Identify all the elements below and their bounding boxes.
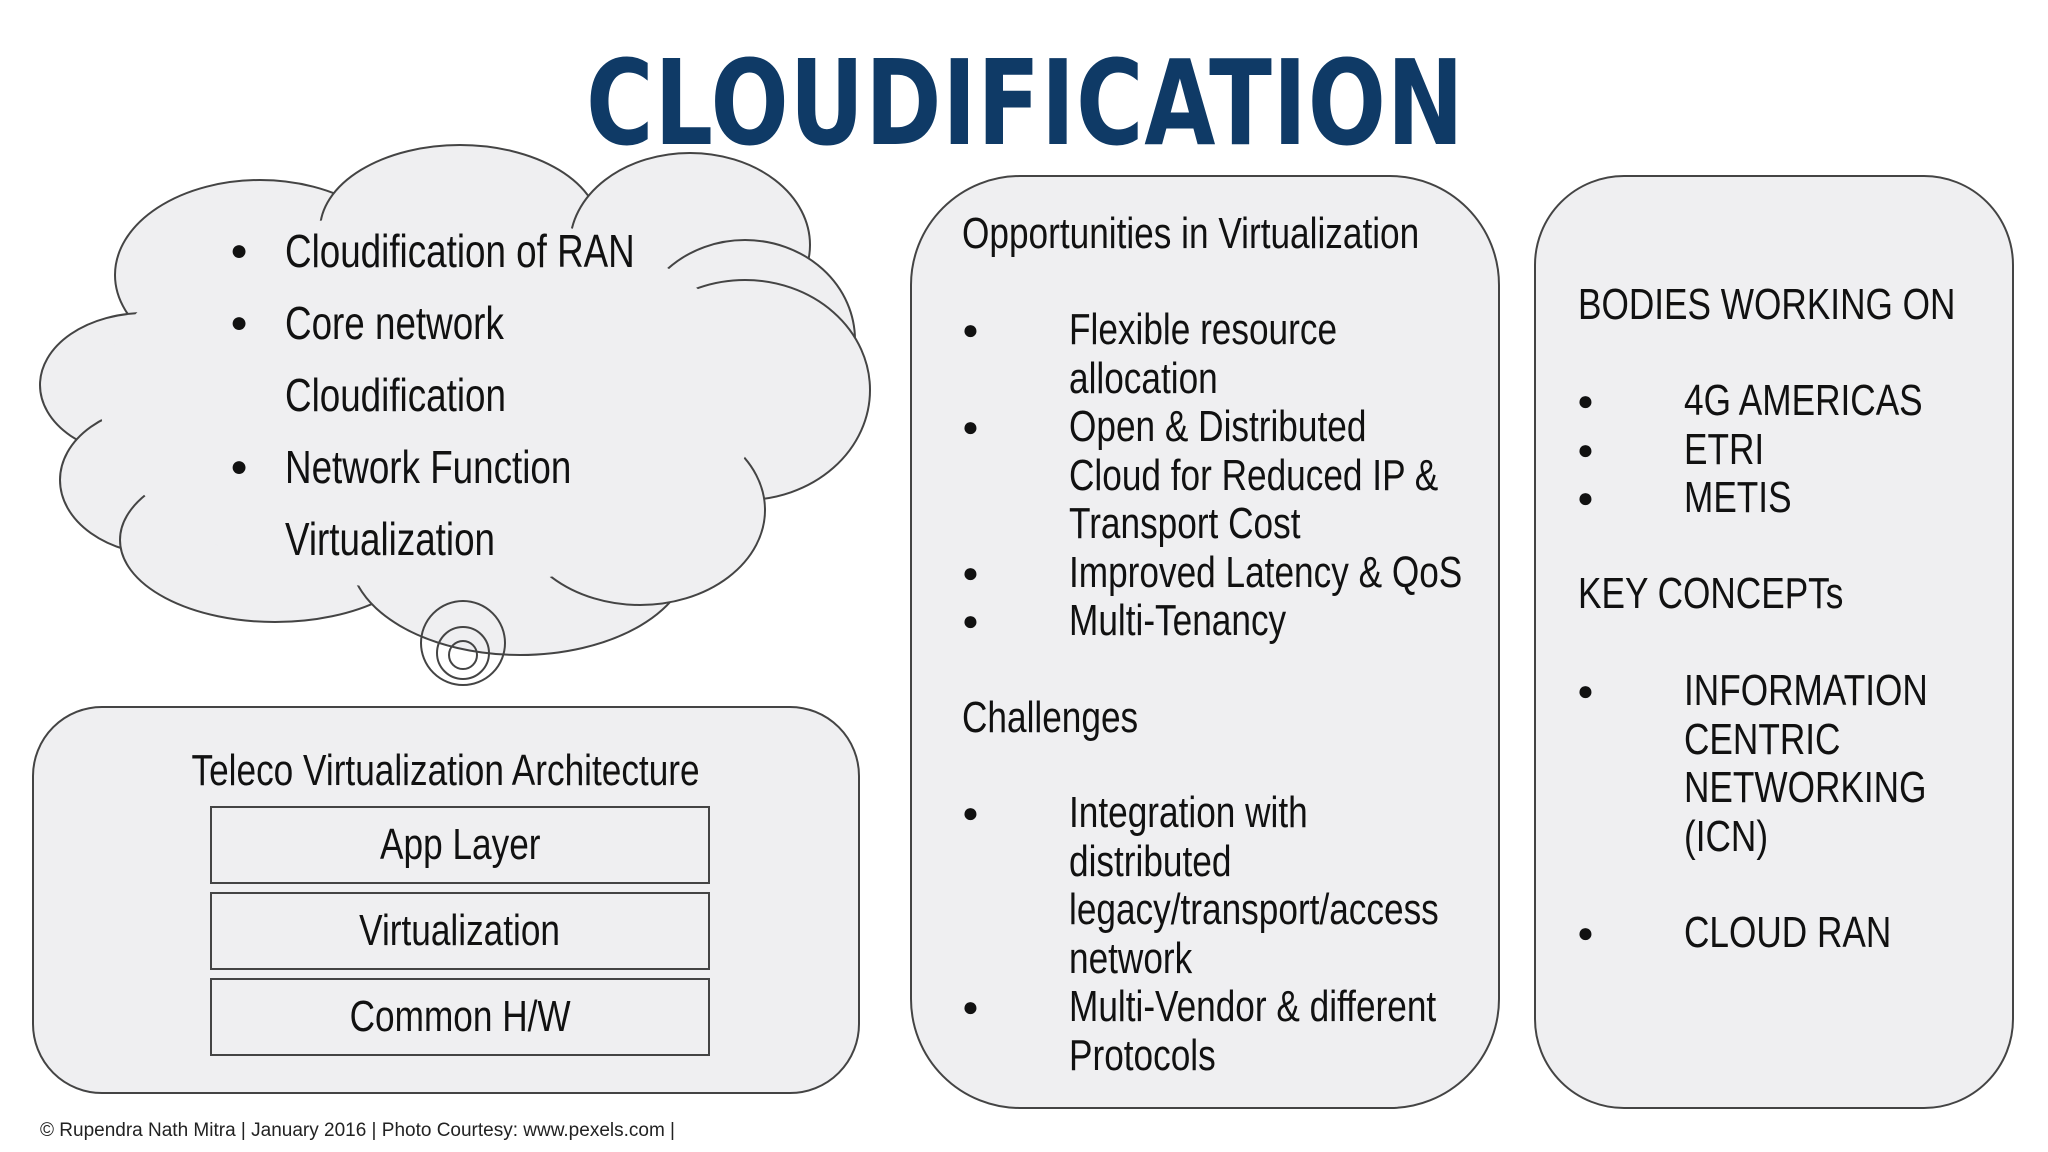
list-line: distributed	[1069, 836, 1232, 886]
list-line: ETRI	[1684, 424, 1765, 474]
bodies-list: ● 4G AMERICAS ● ETRI ● METIS	[1577, 376, 1982, 523]
virtualization-layer-box: Virtualization	[210, 892, 710, 970]
list-line: legacy/transport/access	[1069, 885, 1439, 934]
list-line: INFORMATION	[1684, 666, 1928, 715]
architecture-title: Teleco Virtualization Architecture	[34, 743, 858, 799]
slide-title: CLOUDIFICATION	[586, 34, 1465, 172]
bullet-icon: ●	[1577, 917, 1594, 948]
bullet-icon: ●	[1577, 385, 1594, 416]
list-line: Flexible resource	[1069, 305, 1338, 354]
list-line: Open & Distributed	[1069, 402, 1367, 451]
bullet-icon: ●	[962, 797, 979, 828]
bullet-icon: ●	[962, 314, 979, 345]
heading-text: Challenges	[962, 693, 1139, 742]
layer-label: Virtualization	[359, 906, 561, 955]
list-line: (ICN)	[1684, 811, 1769, 861]
hardware-layer-box: Common H/W	[210, 978, 710, 1056]
challenges-list: ● Integration with distributed legacy/tr…	[962, 788, 1531, 1080]
cloud-bullet-list: ● Cloudification of RAN ● Core network C…	[230, 215, 722, 575]
list-line: NETWORKING	[1684, 763, 1927, 812]
bullet-icon: ●	[962, 411, 979, 442]
list-item: ● Cloudification of RAN	[230, 215, 722, 287]
app-layer-box: App Layer	[210, 806, 710, 884]
concepts-heading: KEY CONCEPTs	[1578, 569, 1910, 619]
bullet-icon: ●	[230, 234, 249, 267]
list-item: ● INFORMATION CENTRIC NETWORKING (ICN)	[1577, 666, 1989, 861]
list-line: allocation	[1069, 353, 1218, 403]
bullet-icon: ●	[962, 991, 979, 1022]
list-line: Multi-Tenancy	[1069, 596, 1287, 645]
bodies-panel: BODIES WORKING ON ● 4G AMERICAS ● ETRI ●…	[1534, 175, 2014, 1109]
list-line: Multi-Vendor & different	[1069, 982, 1437, 1031]
cloud-item-line: Cloudification of RAN	[285, 225, 635, 277]
opportunities-list: ● Flexible resource allocation ● Open & …	[962, 305, 1561, 646]
cloud-item-line: Virtualization	[285, 513, 496, 565]
list-line: CENTRIC	[1684, 714, 1841, 764]
list-item: ● Network Function Virtualization	[230, 431, 722, 575]
list-item: ● CLOUD RAN	[1577, 908, 1943, 958]
cloud-item-line: Core network	[285, 297, 504, 349]
layer-label: Common H/W	[349, 992, 571, 1041]
list-line: Protocols	[1069, 1030, 1216, 1080]
list-line: Integration with	[1069, 788, 1308, 837]
architecture-title-text: Teleco Virtualization Architecture	[191, 746, 701, 795]
list-item: ● Multi-Tenancy	[962, 596, 1561, 646]
bullet-icon: ●	[962, 605, 979, 636]
heading-text: BODIES WORKING ON	[1578, 280, 1956, 329]
list-item: ● Multi-Vendor & different Protocols	[962, 982, 1531, 1080]
concepts-list-2: ● CLOUD RAN	[1577, 908, 1943, 958]
concepts-list: ● INFORMATION CENTRIC NETWORKING (ICN)	[1577, 666, 1989, 861]
bullet-icon: ●	[230, 306, 249, 339]
bullet-icon: ●	[1577, 675, 1594, 706]
layer-label: App Layer	[379, 820, 541, 869]
list-item: ● 4G AMERICAS	[1577, 376, 1982, 426]
challenges-heading: Challenges	[962, 693, 1182, 743]
list-item: ● METIS	[1577, 473, 1982, 523]
list-line: METIS	[1684, 473, 1792, 522]
cloud-item-line: Network Function	[285, 441, 572, 493]
heading-text: Opportunities in Virtualization	[962, 209, 1420, 258]
list-line: 4G AMERICAS	[1684, 376, 1923, 425]
list-line: Improved Latency & QoS	[1069, 547, 1463, 597]
list-line: CLOUD RAN	[1684, 908, 1892, 957]
bullet-icon: ●	[962, 556, 979, 588]
bodies-heading: BODIES WORKING ON	[1578, 280, 2048, 330]
list-item: ● Flexible resource allocation	[962, 305, 1561, 403]
list-item: ● Integration with distributed legacy/tr…	[962, 788, 1531, 983]
bullet-icon: ●	[230, 450, 249, 483]
bullet-icon: ●	[1577, 433, 1594, 465]
list-item: ● ETRI	[1577, 424, 1982, 475]
list-line: network	[1069, 933, 1193, 983]
architecture-panel: Teleco Virtualization Architecture App L…	[32, 706, 860, 1094]
bullet-icon: ●	[1577, 482, 1594, 513]
opportunities-panel: Opportunities in Virtualization ● Flexib…	[910, 175, 1500, 1109]
list-line: Transport Cost	[1069, 499, 1301, 548]
list-line: Cloud for Reduced IP &	[1069, 450, 1439, 500]
opportunities-heading: Opportunities in Virtualization	[962, 209, 1534, 259]
footer-credit: © Rupendra Nath Mitra | January 2016 | P…	[40, 1120, 675, 1141]
heading-text: KEY CONCEPTs	[1578, 569, 1844, 618]
list-item: ● Improved Latency & QoS	[962, 547, 1561, 598]
list-item: ● Core network Cloudification	[230, 287, 722, 431]
cloud-item-line: Cloudification	[285, 369, 506, 421]
list-item: ● Open & Distributed Cloud for Reduced I…	[962, 402, 1561, 549]
